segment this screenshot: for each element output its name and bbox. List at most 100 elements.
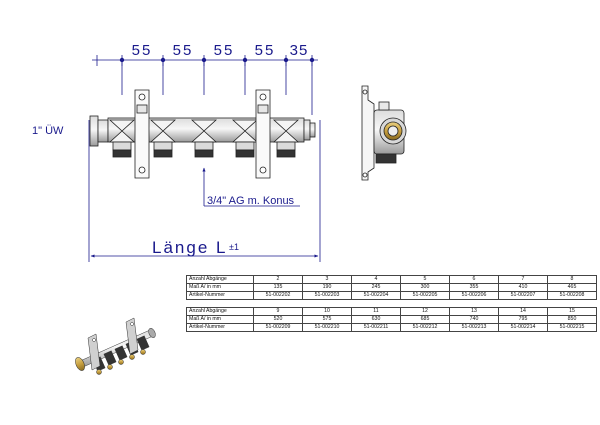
product-bracket [125,317,139,355]
manifold-front-view [89,89,316,179]
table-cell: 465 [547,283,597,292]
table-cell: 15 [547,307,597,316]
product-outlet-thread [129,354,135,360]
product-outlet-thread [96,369,102,375]
table-cell: 6 [449,275,499,284]
table-row: Maß A/ in mm 135 190 245 300 355 410 465 [186,283,597,292]
product-outlet-thread [140,349,146,355]
table-cell: 3 [302,275,352,284]
product-outlet-thread [107,364,113,370]
outlet-nozzle [153,141,173,151]
table-cell: 8 [547,275,597,284]
table-cell: 355 [449,283,499,292]
outlet-nut [194,149,214,158]
side-clip [378,101,390,111]
table-cell: 13 [449,307,499,316]
table-cell: 51-002207 [498,291,548,300]
product-end-cap [148,328,156,338]
table-cell: 520 [253,315,303,324]
outlet-nut [276,149,296,158]
product-outlet [103,350,117,366]
valve-symbol [272,119,300,143]
table-cell: 51-002203 [302,291,352,300]
table-cell: 51-002206 [449,291,499,300]
table-cell: 300 [400,283,450,292]
dimension-segment-1: 55 [132,42,153,59]
table-cell: 245 [351,283,401,292]
table-cell: 51-002205 [400,291,450,300]
outlet-label: 3/4" AG m. Konus [207,195,295,207]
length-label: Länge L [152,238,227,257]
table-cell: 51-002214 [498,323,548,332]
table-cell: 51-002202 [253,291,303,300]
end-plug [309,122,316,138]
table-cell: 575 [302,315,352,324]
manifold-side-view [361,85,407,181]
row-header: Artikel-Nummer [186,323,254,332]
table-cell: 14 [498,307,548,316]
valve-symbol [190,119,218,143]
dimension-segment-4: 55 [255,42,276,59]
table-cell: 630 [351,315,401,324]
outlet-nozzle [276,141,296,151]
outlet-nozzle [112,141,132,151]
table-cell: 51-002204 [351,291,401,300]
table-cell: 740 [449,315,499,324]
table-cell: 12 [400,307,450,316]
table-row: Artikel-Nummer 51-002209 51-002210 51-00… [186,323,597,332]
product-inlet [75,357,85,371]
outlet-nut [235,149,255,158]
row-header: Maß A/ in mm [186,283,254,292]
side-bracket [361,85,375,181]
inlet-union-body [97,119,109,143]
table-cell: 9 [253,307,303,316]
table-cell: 685 [400,315,450,324]
table-cell: 7 [498,275,548,284]
table-cell: 850 [547,315,597,324]
table-cell: 190 [302,283,352,292]
bracket-hole [138,93,146,101]
side-pipe-bore [387,125,399,137]
outlet-nozzle [235,141,255,151]
outlet-nut [153,149,173,158]
row-header: Artikel-Nummer [186,291,254,300]
bracket-hole [259,166,267,174]
table-cell: 4 [351,275,401,284]
manifold-product-image [75,317,156,375]
inlet-label: 1" ÜW [32,125,64,137]
outlet-nozzle [194,141,214,151]
valve-symbol [108,119,136,143]
bracket-hole [259,93,267,101]
table-row: Anzahl Abgänge 9 10 11 12 13 14 15 [186,307,597,316]
top-dimension-chain [92,55,318,115]
table-cell: 410 [498,283,548,292]
table-cell: 10 [302,307,352,316]
product-bracket-hole [130,322,134,326]
valve-symbol [149,119,177,143]
product-bracket-hole [92,338,96,342]
row-header: Anzahl Abgänge [186,307,254,316]
table-cell: 11 [351,307,401,316]
mounting-bracket-right [255,89,271,179]
table-cell: 51-002210 [302,323,352,332]
outlet-nut [112,149,132,158]
inlet-union-nut [89,115,99,147]
row-header: Maß A/ in mm [186,315,254,324]
table-row: Maß A/ in mm 520 575 630 685 740 795 850 [186,315,597,324]
table-cell: 2 [253,275,303,284]
table-cell: 51-002211 [351,323,401,332]
bracket-clip [257,104,269,114]
table-cell: 51-002212 [400,323,450,332]
dimension-dots [119,57,315,63]
bracket-hole [138,166,146,174]
product-outlet-thread [118,359,124,365]
table-cell: 135 [253,283,303,292]
bracket-hole [362,172,368,178]
side-outlet-nut [375,153,397,164]
row-header: Anzahl Abgänge [186,275,254,284]
dimension-segment-3: 55 [214,42,235,59]
table-cell: 51-002215 [547,323,597,332]
product-outlet [136,335,150,351]
table-row: Artikel-Nummer 51-002202 51-002203 51-00… [186,291,597,300]
